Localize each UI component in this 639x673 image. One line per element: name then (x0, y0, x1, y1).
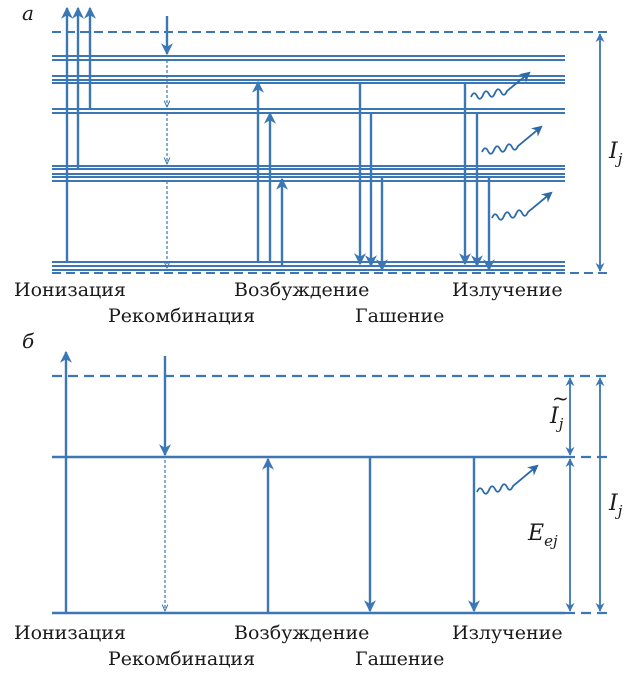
label-recombination-b: Рекомбинация (108, 648, 255, 670)
label-quenching-b: Гашение (355, 648, 444, 670)
total-ionization-label: Ij (608, 491, 623, 520)
excitation-energy-label: Eej (527, 521, 558, 550)
energy-level-bundle-2 (52, 108, 565, 114)
label-ionization-b: Ионизация (14, 622, 126, 644)
label-quenching-a: Гашение (355, 305, 444, 327)
label-recombination-a: Рекомбинация (108, 305, 255, 327)
transition-arrows-b (60, 350, 480, 613)
ionization-arrows (61, 6, 96, 262)
energy-level-bundle-1 (52, 55, 565, 84)
label-excitation-b: Возбуждение (234, 622, 369, 644)
emission-arrows (459, 84, 495, 272)
ionization-from-excited-label: Ij (549, 404, 564, 433)
label-excitation-a: Возбуждение (234, 279, 369, 301)
ionization-energy-label: Ij (608, 139, 623, 168)
quenching-arrows (354, 84, 388, 272)
panel-a: а (14, 1, 623, 327)
excitation-arrows (252, 80, 288, 266)
panel-b-label: б (22, 329, 35, 353)
label-emission-a: Излучение (452, 279, 563, 301)
photon-wave-icon-b (476, 464, 539, 495)
label-ionization-a: Ионизация (14, 279, 126, 301)
panel-b: б ~ Ij Eej Ij Ионизация Рекомбинация Воз… (14, 329, 623, 670)
photon-wave-icon (470, 71, 553, 221)
energy-level-bundle-3 (52, 165, 565, 182)
label-emission-b: Излучение (452, 622, 563, 644)
tilde-mark: ~ (552, 386, 569, 410)
panel-a-label: а (22, 1, 34, 25)
